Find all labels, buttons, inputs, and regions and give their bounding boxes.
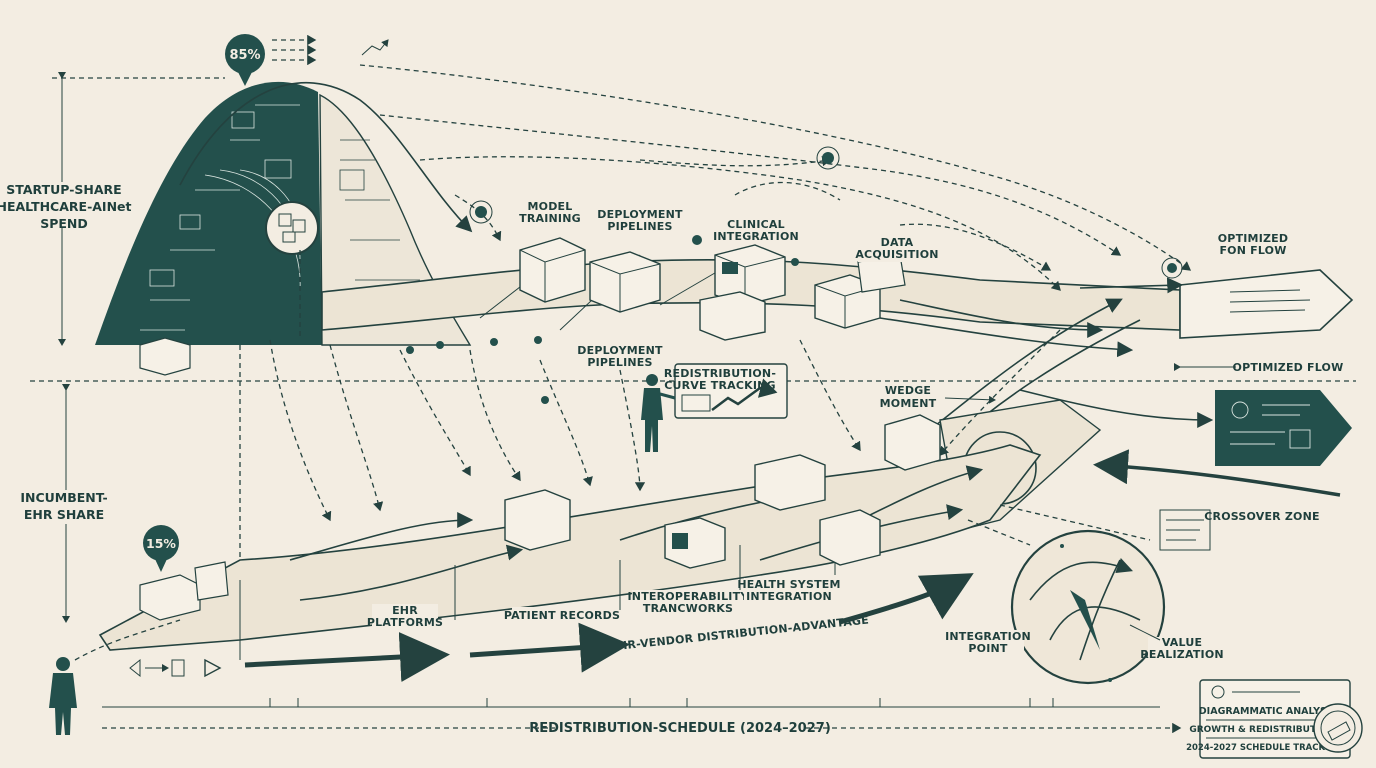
stage-blocks-upper xyxy=(519,237,906,341)
svg-text:HEALTHCARE-AINet: HEALTHCARE-AINet xyxy=(0,199,132,214)
magnifier-labels: INTEGRATION POINT VALUE REALIZATION xyxy=(945,624,1224,663)
svg-text:MOMENT: MOMENT xyxy=(880,397,937,410)
process-arrows-small xyxy=(129,658,222,678)
wedge-moment-label: WEDGE MOMENT xyxy=(880,383,996,411)
svg-text:PATIENT RECORDS: PATIENT RECORDS xyxy=(504,609,620,622)
svg-text:EHR: EHR xyxy=(392,604,418,617)
timeline: REDISTRIBUTION-SCHEDULE (2024–2027) xyxy=(102,698,1182,736)
svg-text:PIPELINES: PIPELINES xyxy=(587,356,652,369)
lower-axis-label: INCUMBENT- EHR SHARE xyxy=(14,490,118,524)
svg-text:INTEGRATION: INTEGRATION xyxy=(713,230,799,243)
optimized-upper-arrow xyxy=(1079,269,1354,339)
upper-dashed-flows xyxy=(359,64,1192,291)
magnifier-detail xyxy=(967,504,1166,685)
right-notes xyxy=(1159,509,1211,551)
optimized-flow-label: OPTIMIZED FLOW xyxy=(1174,359,1344,375)
svg-text:WEDGE: WEDGE xyxy=(885,384,931,397)
svg-text:REDISTRIBUTION-: REDISTRIBUTION- xyxy=(664,367,776,380)
block-pipelines xyxy=(589,251,661,313)
tracking-callout: REDISTRIBUTION- CURVE TRACKING xyxy=(664,363,788,419)
svg-text:MODEL: MODEL xyxy=(528,200,573,213)
svg-text:VALUE: VALUE xyxy=(1162,636,1202,649)
svg-text:HEALTH SYSTEM: HEALTH SYSTEM xyxy=(737,578,840,591)
svg-text:EHR-VENDOR DISTRIBUTION-ADVANT: EHR-VENDOR DISTRIBUTION-ADVANTAGE xyxy=(610,613,870,653)
svg-text:TRANCWORKS: TRANCWORKS xyxy=(643,602,733,615)
upper-percentage-badge: 85% xyxy=(225,34,265,86)
svg-text:CROSSOVER ZONE: CROSSOVER ZONE xyxy=(1204,510,1319,523)
legend-box: DIAGRAMMATIC ANALYSIS GROWTH & REDISTRIB… xyxy=(1186,679,1363,759)
svg-text:STARTUP-SHARE: STARTUP-SHARE xyxy=(6,182,121,197)
central-hub xyxy=(265,201,319,255)
svg-text:85%: 85% xyxy=(229,48,260,63)
svg-text:15%: 15% xyxy=(146,536,176,551)
svg-text:2024-2027 SCHEDULE TRACKED: 2024-2027 SCHEDULE TRACKED xyxy=(1186,743,1338,753)
svg-text:DIAGRAMMATIC ANALYSIS: DIAGRAMMATIC ANALYSIS xyxy=(1199,706,1338,717)
svg-text:CLINICAL: CLINICAL xyxy=(727,218,785,231)
svg-text:EHR SHARE: EHR SHARE xyxy=(24,507,104,522)
block-clinical xyxy=(714,244,786,306)
svg-text:DEPLOYMENT: DEPLOYMENT xyxy=(577,344,663,357)
lower-percentage-badge: 15% xyxy=(143,525,179,572)
svg-text:FON FLOW: FON FLOW xyxy=(1219,244,1286,257)
svg-text:SPEND: SPEND xyxy=(40,216,88,231)
svg-text:ACQUISITION: ACQUISITION xyxy=(855,248,938,261)
badge-arrows xyxy=(272,34,389,66)
svg-text:GROWTH & REDISTRIBUTION: GROWTH & REDISTRIBUTION xyxy=(1189,725,1334,735)
svg-text:DATA: DATA xyxy=(881,236,914,249)
upper-axis-label: STARTUP-SHARE HEALTHCARE-AINet SPEND xyxy=(0,182,132,231)
dark-output-arrow xyxy=(1215,390,1352,466)
svg-text:OPTIMIZED: OPTIMIZED xyxy=(1218,232,1288,245)
svg-text:INTEROPERABILITY: INTEROPERABILITY xyxy=(628,590,750,603)
svg-text:PLATFORMS: PLATFORMS xyxy=(367,616,443,629)
lower-belt xyxy=(98,444,1042,660)
svg-text:OPTIMIZED FLOW: OPTIMIZED FLOW xyxy=(1233,361,1344,374)
timeline-label: REDISTRIBUTION-SCHEDULE (2024–2027) xyxy=(529,721,831,736)
svg-text:CURVE TRACKING: CURVE TRACKING xyxy=(664,379,776,392)
block-data-acquisition xyxy=(814,254,906,329)
glow-nodes xyxy=(406,146,1183,404)
svg-text:INTEGRATION: INTEGRATION xyxy=(945,630,1031,643)
svg-text:POINT: POINT xyxy=(968,642,1008,655)
block-deploy-mid xyxy=(699,291,766,341)
svg-text:INCUMBENT-: INCUMBENT- xyxy=(20,490,107,505)
downward-dashed-flows xyxy=(239,250,1061,565)
presenter-figure xyxy=(641,374,676,452)
svg-text:INTEGRATION: INTEGRATION xyxy=(746,590,832,603)
svg-text:TRAINING: TRAINING xyxy=(519,212,581,225)
svg-text:REALIZATION: REALIZATION xyxy=(1140,648,1224,661)
svg-text:PIPELINES: PIPELINES xyxy=(607,220,672,233)
stage-blocks-lower xyxy=(139,337,941,621)
upper-stage-labels: MODEL TRAINING DEPLOYMENT PIPELINES CLIN… xyxy=(519,200,1290,370)
block-model-training xyxy=(519,237,586,303)
svg-text:DEPLOYMENT: DEPLOYMENT xyxy=(597,208,683,221)
advantage-arrows xyxy=(244,573,974,683)
observer-figure xyxy=(49,619,181,735)
